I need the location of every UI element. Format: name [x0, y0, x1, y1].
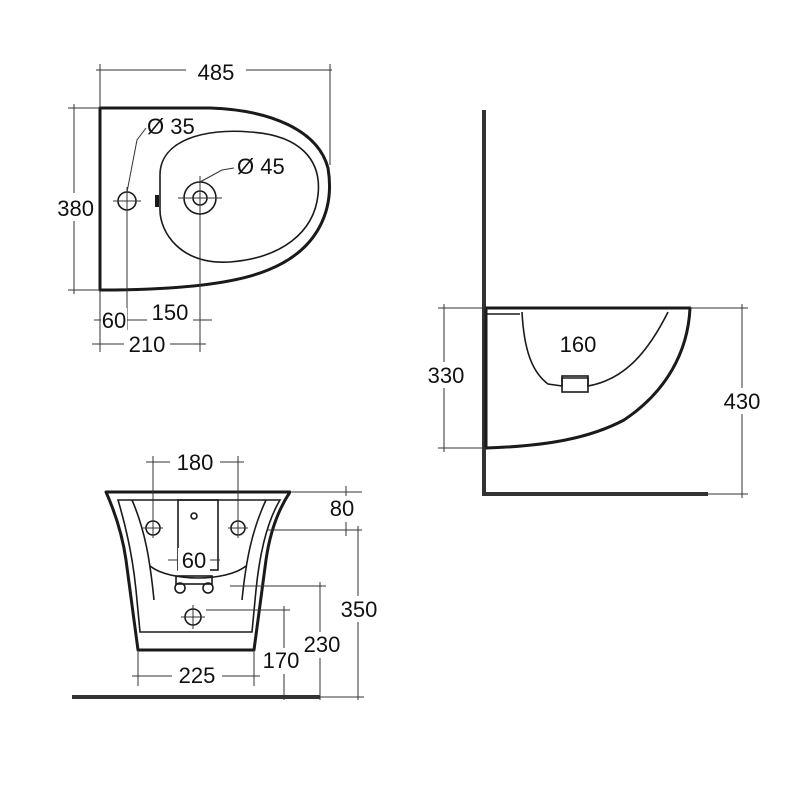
tap-hole-leader [126, 127, 147, 193]
height-430-label: 430 [724, 389, 761, 414]
waste-outlet-icon [181, 605, 205, 629]
front-inner [116, 499, 282, 633]
front-inner-left [131, 499, 155, 601]
fixing-180-label: 180 [177, 450, 214, 475]
side-outlet [561, 375, 589, 393]
height-170-label: 170 [263, 648, 300, 673]
front-bowl [149, 565, 247, 579]
height-330-label: 330 [428, 363, 465, 388]
bidet-top-outline [98, 106, 331, 292]
outlet-160-label: 160 [560, 332, 597, 357]
top-view: 485 380 Ø 35 Ø 45 60 150 210 [57, 58, 332, 357]
front-view: 180 80 60 350 230 170 225 [72, 449, 380, 700]
bowl-rim [159, 130, 320, 263]
front-small-hole [190, 512, 198, 520]
front-inner-right [241, 499, 267, 601]
inlet-holes-icon [174, 575, 214, 594]
depth-380-label: 380 [57, 196, 94, 221]
depth-80-label: 80 [330, 496, 354, 521]
height-230-label: 230 [304, 632, 341, 657]
outlet-60-label: 60 [182, 548, 206, 573]
height-350-label: 350 [341, 597, 378, 622]
waste-hole-label: Ø 45 [237, 154, 285, 179]
side-bowl-inner [521, 311, 669, 387]
fixing-hole-left-icon [143, 518, 163, 538]
overflow-slot [155, 195, 159, 207]
fixing-hole-right-icon [228, 518, 248, 538]
base-225-label: 225 [179, 663, 216, 688]
width-485-label: 485 [198, 60, 235, 85]
wall-floor [482, 110, 708, 496]
dim-60-label: 60 [102, 308, 126, 333]
dim-150-label: 150 [152, 300, 189, 325]
dim-210-label: 210 [129, 332, 166, 357]
tap-hole-label: Ø 35 [147, 114, 195, 139]
waste-hole-leader [199, 167, 235, 183]
side-view: 330 430 160 [426, 110, 762, 498]
